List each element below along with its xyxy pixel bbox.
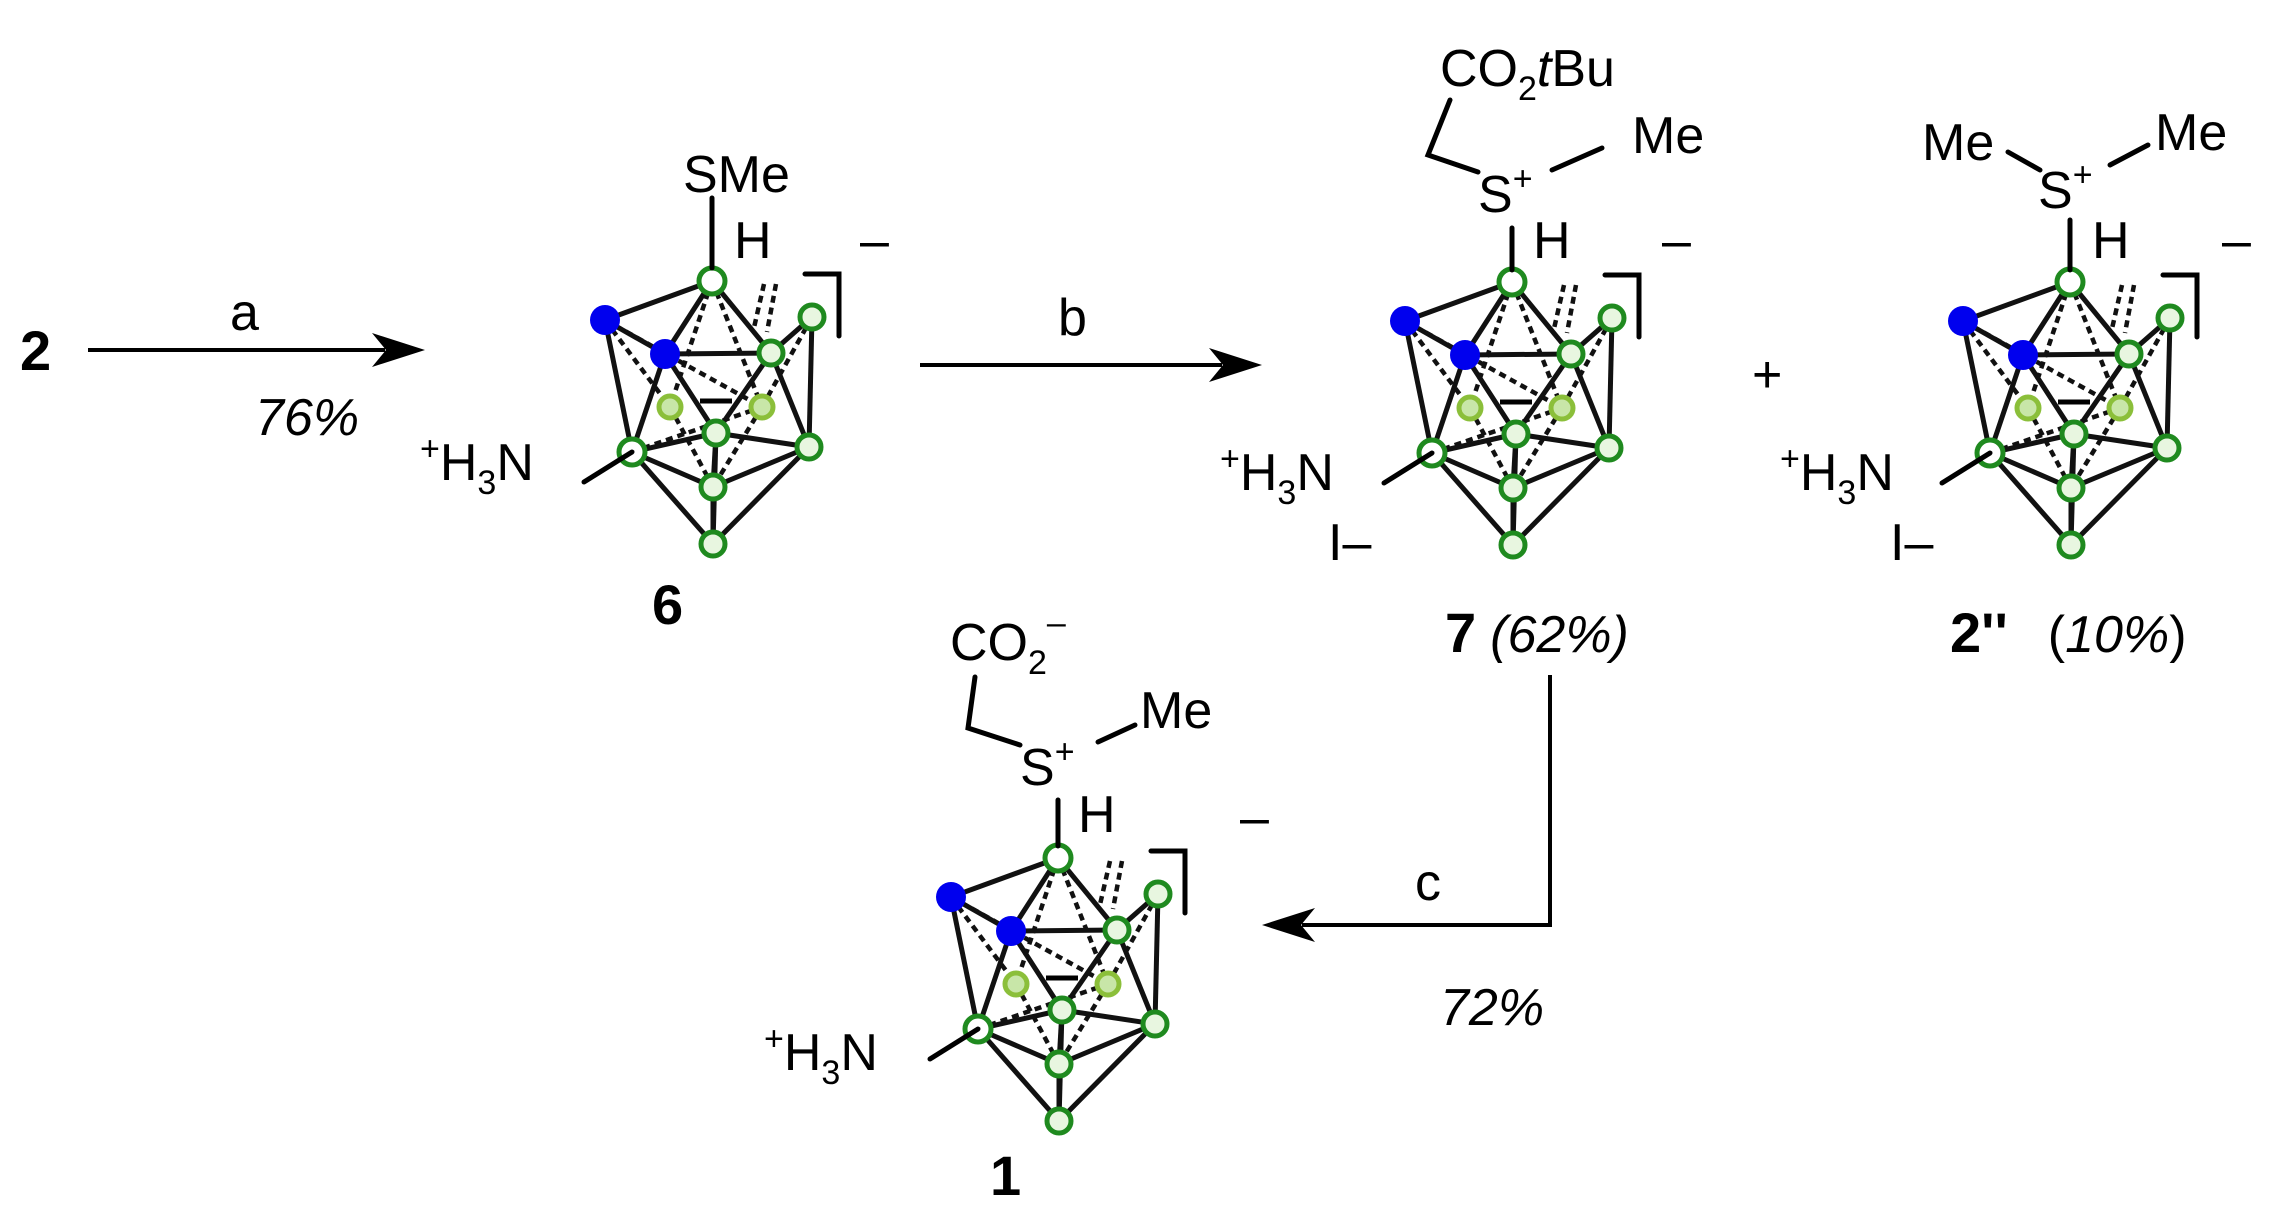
tbu-ester-7: CO2tBu [1440, 40, 1615, 108]
reagent-c: c [1415, 854, 1441, 912]
carboxylate-1: CO2– [950, 604, 1066, 682]
carborane-cage-6 [584, 268, 839, 556]
ch2-bond-1 [965, 674, 1023, 748]
compound-label-7: 7(62%) [1445, 601, 1629, 664]
charge-7: – [1662, 212, 1691, 270]
compound-label-6: 6 [652, 573, 683, 636]
compound-label-2pp: 2''(10%) [1950, 601, 2187, 664]
ammonium-7: +H3N [1220, 440, 1334, 512]
charge-1: – [1240, 789, 1269, 847]
ammonium-6: +H3N [420, 430, 534, 502]
plus-sign: + [1752, 346, 1782, 404]
compound-6: SMe H – +H3N 6 [420, 146, 889, 636]
carborane-cage-1 [930, 845, 1185, 1133]
bridging-h-1: H [1078, 786, 1116, 844]
iodide-2pp: I– [1890, 514, 1933, 572]
sulfonium-7: S+ [1478, 160, 1533, 224]
ch2-bond-7 [1424, 97, 1481, 175]
bridging-h-7: H [1533, 212, 1571, 270]
carborane-cage-2pp [1942, 269, 2197, 557]
iodide-7: I– [1328, 514, 1371, 572]
yield-c: 72% [1440, 979, 1544, 1037]
charge-6: – [860, 212, 889, 270]
smethyl-6: SMe [683, 146, 790, 204]
reagent-a: a [230, 284, 259, 342]
sulfonium-1: S+ [1020, 733, 1075, 797]
compound-2pp: Me S+ Me H – +H3N I– 2''(10%) [1780, 104, 2251, 664]
arrow-step-a [88, 333, 425, 367]
methyl-7: Me [1632, 107, 1704, 165]
compound-7: CO2tBu S+ Me H – +H3N I– 7(62%) [1220, 40, 1704, 664]
sulfonium-2pp: S+ [2038, 156, 2093, 220]
arrow-step-c [1262, 675, 1552, 942]
methyl-right-2pp: Me [2155, 104, 2227, 162]
compound-1: CO2– S+ Me H – +H3N 1 [764, 604, 1269, 1207]
yield-a: 76% [255, 389, 359, 447]
ammonium-1: +H3N [764, 1020, 878, 1092]
methyl-1: Me [1140, 682, 1212, 740]
arrow-step-b [920, 348, 1262, 382]
bridging-h-2pp: H [2092, 212, 2130, 270]
bridging-h-6: H [734, 212, 772, 270]
compound-label-2: 2 [20, 319, 51, 382]
compound-label-1: 1 [990, 1144, 1021, 1207]
ammonium-2pp: +H3N [1780, 440, 1894, 512]
carborane-cage-7 [1384, 269, 1639, 557]
methyl-left-2pp: Me [1922, 114, 1994, 172]
reagent-b: b [1058, 289, 1087, 347]
charge-2pp: – [2222, 212, 2251, 270]
